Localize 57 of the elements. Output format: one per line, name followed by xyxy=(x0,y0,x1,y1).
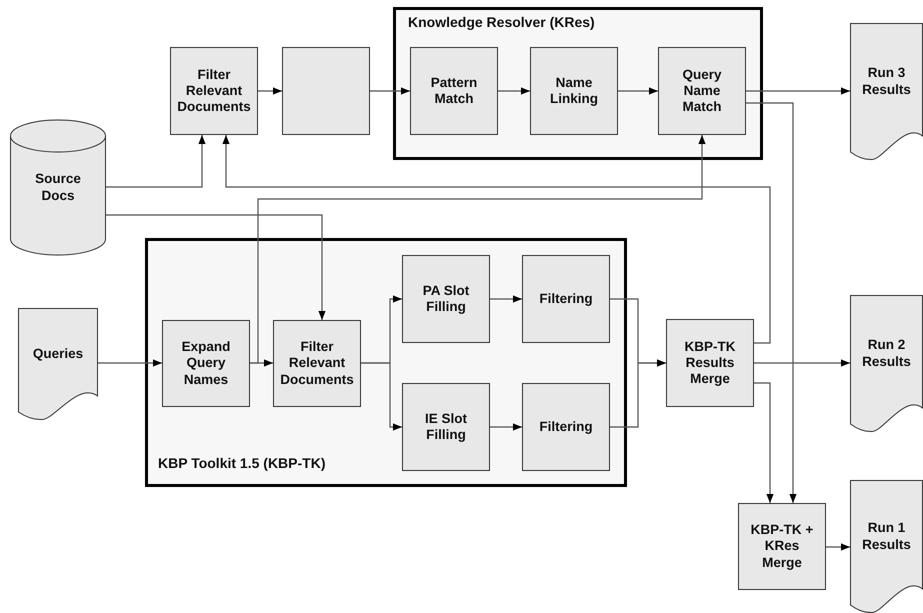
document-shape xyxy=(18,308,98,420)
node-label: Query Name Match xyxy=(681,66,723,116)
node-label: Filter Relevant Documents xyxy=(279,339,355,388)
node-label: Pattern Match xyxy=(430,74,478,108)
arrow xyxy=(754,359,850,367)
arrow xyxy=(222,135,771,344)
process-box xyxy=(738,503,826,590)
node-label: Run 1 Results xyxy=(861,520,912,553)
node-label: Source Docs xyxy=(34,171,82,204)
process-box xyxy=(273,320,361,407)
document-shape xyxy=(850,23,923,160)
process-box xyxy=(162,320,250,407)
node-label: Name Linking xyxy=(549,74,599,108)
process-box xyxy=(522,383,610,471)
node-label: IE Slot Filling xyxy=(424,410,468,444)
document-shape xyxy=(850,295,923,432)
node-label: Filtering xyxy=(538,290,594,308)
process-box xyxy=(522,255,610,343)
arrow xyxy=(361,362,402,431)
group-title: Knowledge Resolver (KRes) xyxy=(408,14,595,31)
group-panel xyxy=(393,7,763,160)
node-label: PA Slot Filling xyxy=(422,282,470,316)
arrow xyxy=(826,543,850,551)
arrow xyxy=(618,87,658,95)
arrow xyxy=(258,87,282,95)
process-box xyxy=(530,47,618,135)
node-label: Expand Query Names xyxy=(180,339,232,388)
process-box xyxy=(666,319,754,407)
process-box xyxy=(170,47,258,135)
document-shape xyxy=(850,480,923,613)
arrow xyxy=(746,87,850,95)
arrow xyxy=(490,423,522,431)
group-panel xyxy=(145,238,627,487)
arrow xyxy=(610,359,666,428)
node-label: Filter Relevant Documents xyxy=(176,66,252,116)
arrow xyxy=(746,102,797,503)
node-label: KBP-TK Results Merge xyxy=(684,338,736,388)
process-box xyxy=(402,255,490,343)
node-label: Run 3 Results xyxy=(861,65,912,98)
node-label: Filtering xyxy=(538,418,594,436)
process-box xyxy=(658,47,746,135)
group-title: KBP Toolkit 1.5 (KBP-TK) xyxy=(158,455,326,472)
node-label: KBP-TK + KRes Merge xyxy=(750,522,814,571)
arrow xyxy=(106,214,326,320)
node-label: Queries xyxy=(32,346,84,362)
arrow xyxy=(106,135,206,188)
arrow xyxy=(98,359,162,367)
arrow xyxy=(370,87,410,95)
arrow xyxy=(754,382,774,503)
node-label: Run 2 Results xyxy=(861,337,912,370)
arrow xyxy=(498,87,530,95)
process-box xyxy=(402,383,490,471)
process-box xyxy=(282,47,370,135)
process-box xyxy=(410,47,498,135)
arrow xyxy=(250,359,273,367)
database-cylinder xyxy=(10,120,106,255)
arrow xyxy=(490,295,522,303)
